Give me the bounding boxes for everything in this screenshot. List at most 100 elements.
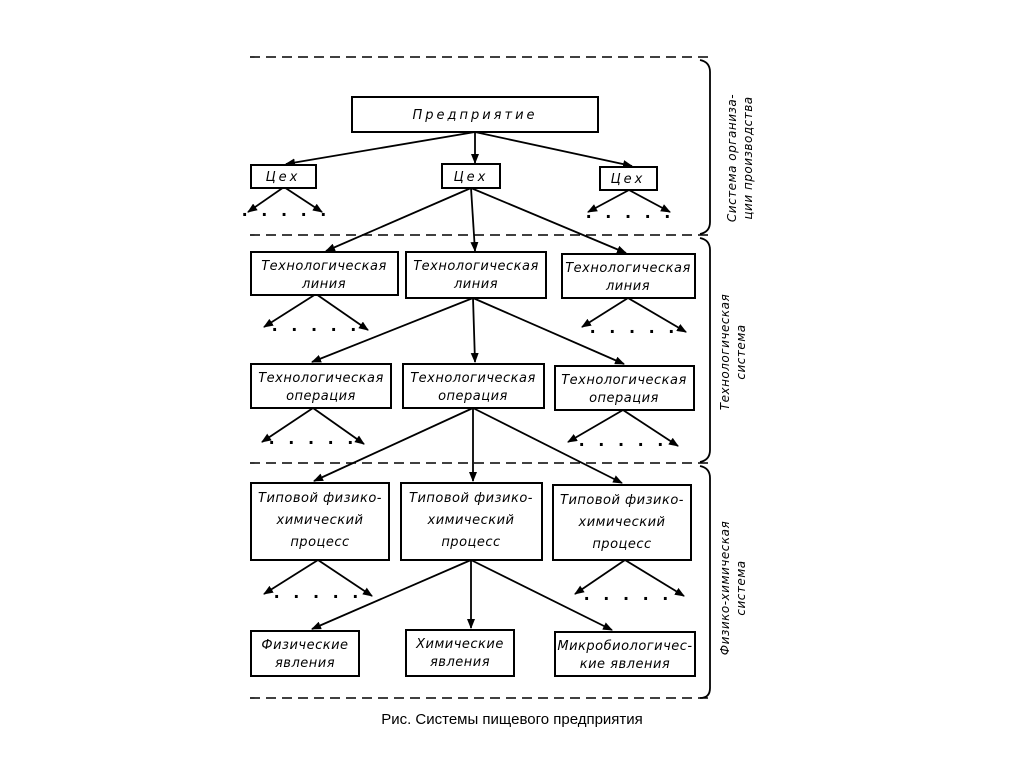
node-operation-left-line1: Технологическая bbox=[258, 371, 384, 386]
brace-technological bbox=[699, 237, 711, 463]
edge-line-operation-left bbox=[311, 297, 474, 363]
node-line-center-line2: линия bbox=[453, 277, 498, 292]
node-operation-center: Технологическая операция bbox=[402, 363, 545, 409]
section-boundaries bbox=[250, 56, 708, 699]
edge-process-microbio bbox=[470, 559, 613, 631]
node-workshop-left: Цех bbox=[250, 164, 317, 189]
side-label-physchem: Физико-химическая система bbox=[718, 521, 748, 655]
node-process-center: Типовой физико- химический процесс bbox=[400, 482, 543, 561]
edge-workshop-line-center bbox=[470, 187, 479, 252]
node-line-right-line2: линия bbox=[605, 279, 650, 294]
side-label-technological-line1: Технологическая bbox=[718, 294, 732, 411]
side-label-organization-line1: Система организа- bbox=[725, 94, 739, 222]
node-operation-right-line1: Технологическая bbox=[561, 373, 687, 388]
edge-operation-right-b bbox=[622, 409, 679, 447]
edge-process-right-b bbox=[624, 559, 685, 597]
edge-process-left-a bbox=[263, 559, 319, 595]
node-process-center-line1: Типовой физико- bbox=[409, 491, 533, 506]
edge-process-right-a bbox=[574, 559, 626, 595]
side-label-physchem-line2: система bbox=[734, 560, 748, 615]
edge-enterprise-workshop-right bbox=[474, 131, 633, 169]
edges bbox=[247, 131, 687, 631]
ellipsis-line-left: . . . . . bbox=[272, 316, 361, 335]
ellipsis-process-left: . . . . . bbox=[274, 583, 363, 602]
node-process-right-line3: процесс bbox=[592, 537, 651, 552]
ellipsis-operation-right: . . . . . bbox=[579, 431, 668, 450]
ellipsis-operation-left: . . . . . bbox=[269, 429, 358, 448]
node-operation-right: Технологическая операция bbox=[554, 365, 695, 411]
node-operation-center-line2: операция bbox=[438, 389, 508, 404]
node-workshop-right-label: Цех bbox=[611, 172, 646, 187]
node-process-center-line2: химический bbox=[427, 513, 515, 528]
edge-workshop-right-b bbox=[628, 189, 671, 213]
edge-operation-left-a bbox=[261, 407, 314, 443]
edge-line-right-a bbox=[581, 297, 629, 328]
node-microbio-line1: Микробиологичес- bbox=[557, 639, 692, 654]
edge-line-right-b bbox=[627, 297, 687, 333]
edge-workshop-right-a bbox=[587, 189, 630, 213]
side-label-organization-line2: ции производства bbox=[741, 96, 755, 219]
node-enterprise-label: Предприятие bbox=[412, 108, 537, 123]
figure-caption: Рис. Системы пищевого предприятия bbox=[381, 711, 643, 728]
node-chemical-line2: явления bbox=[430, 655, 490, 670]
node-workshop-left-label: Цех bbox=[266, 170, 301, 185]
edge-line-operation-center bbox=[470, 297, 479, 363]
edge-workshop-left-b bbox=[283, 186, 323, 213]
side-label-technological: Технологическая система bbox=[718, 294, 748, 411]
node-process-left-line3: процесс bbox=[290, 535, 349, 550]
ellipsis-workshop-left: . . . . . bbox=[242, 201, 331, 220]
side-label-physchem-line1: Физико-химическая bbox=[718, 521, 732, 655]
node-process-right-line1: Типовой физико- bbox=[560, 493, 684, 508]
node-workshop-center: Цех bbox=[441, 163, 501, 189]
edge-operation-process-right bbox=[472, 407, 623, 484]
brace-organization bbox=[699, 59, 711, 235]
node-physical-line2: явления bbox=[275, 656, 335, 671]
edge-operation-process-left bbox=[313, 407, 474, 482]
node-operation-left-line2: операция bbox=[286, 389, 356, 404]
edge-process-physical bbox=[311, 559, 472, 630]
node-process-center-line3: процесс bbox=[441, 535, 500, 550]
node-operation-left: Технологическая операция bbox=[250, 363, 392, 409]
edge-operation-left-b bbox=[312, 407, 365, 445]
node-microbio: Микробиологичес- кие явления bbox=[554, 631, 696, 677]
edge-operation-right-a bbox=[567, 409, 624, 443]
edge-line-operation-right bbox=[472, 297, 625, 365]
edge-enterprise-workshop-left bbox=[285, 131, 476, 167]
node-enterprise: Предприятие bbox=[351, 96, 599, 133]
node-physical-line1: Физические bbox=[261, 638, 348, 653]
side-label-organization: Система организа- ции производства bbox=[725, 94, 755, 222]
edge-workshop-left-a bbox=[247, 186, 285, 213]
side-label-technological-line2: система bbox=[734, 324, 748, 379]
ellipsis-workshop-right: . . . . . bbox=[586, 203, 675, 222]
node-line-left-line2: линия bbox=[301, 277, 346, 292]
node-operation-right-line2: операция bbox=[589, 391, 659, 406]
node-workshop-right: Цех bbox=[599, 166, 658, 191]
edge-process-left-b bbox=[317, 559, 373, 597]
edge-workshop-line-left bbox=[325, 187, 472, 252]
node-line-center-line1: Технологическая bbox=[413, 259, 539, 274]
node-line-right-line1: Технологическая bbox=[565, 261, 691, 276]
node-line-left-line1: Технологическая bbox=[261, 259, 387, 274]
node-chemical: Химические явления bbox=[405, 629, 515, 677]
brace-physchem bbox=[699, 465, 711, 699]
edge-workshop-line-right bbox=[470, 187, 627, 254]
node-process-left-line2: химический bbox=[276, 513, 364, 528]
node-physical: Физические явления bbox=[250, 630, 360, 677]
node-line-right: Технологическая линия bbox=[561, 253, 696, 299]
ellipses: . . . . . . . . . . . . . . . . . . . . … bbox=[242, 201, 679, 604]
edge-line-left-b bbox=[315, 293, 369, 331]
node-process-left-line1: Типовой физико- bbox=[258, 491, 382, 506]
node-line-left: Технологическая линия bbox=[250, 251, 399, 296]
node-microbio-line2: кие явления bbox=[580, 657, 671, 672]
ellipsis-line-right: . . . . . bbox=[590, 318, 679, 337]
edge-line-left-a bbox=[263, 293, 317, 328]
node-process-right: Типовой физико- химический процесс bbox=[552, 484, 692, 561]
node-workshop-center-label: Цех bbox=[454, 170, 489, 185]
node-line-center: Технологическая линия bbox=[405, 251, 547, 299]
node-operation-center-line1: Технологическая bbox=[410, 371, 536, 386]
ellipsis-process-right: . . . . . bbox=[584, 585, 673, 604]
node-process-right-line2: химический bbox=[578, 515, 666, 530]
node-chemical-line1: Химические bbox=[415, 637, 504, 652]
section-braces bbox=[699, 59, 711, 699]
